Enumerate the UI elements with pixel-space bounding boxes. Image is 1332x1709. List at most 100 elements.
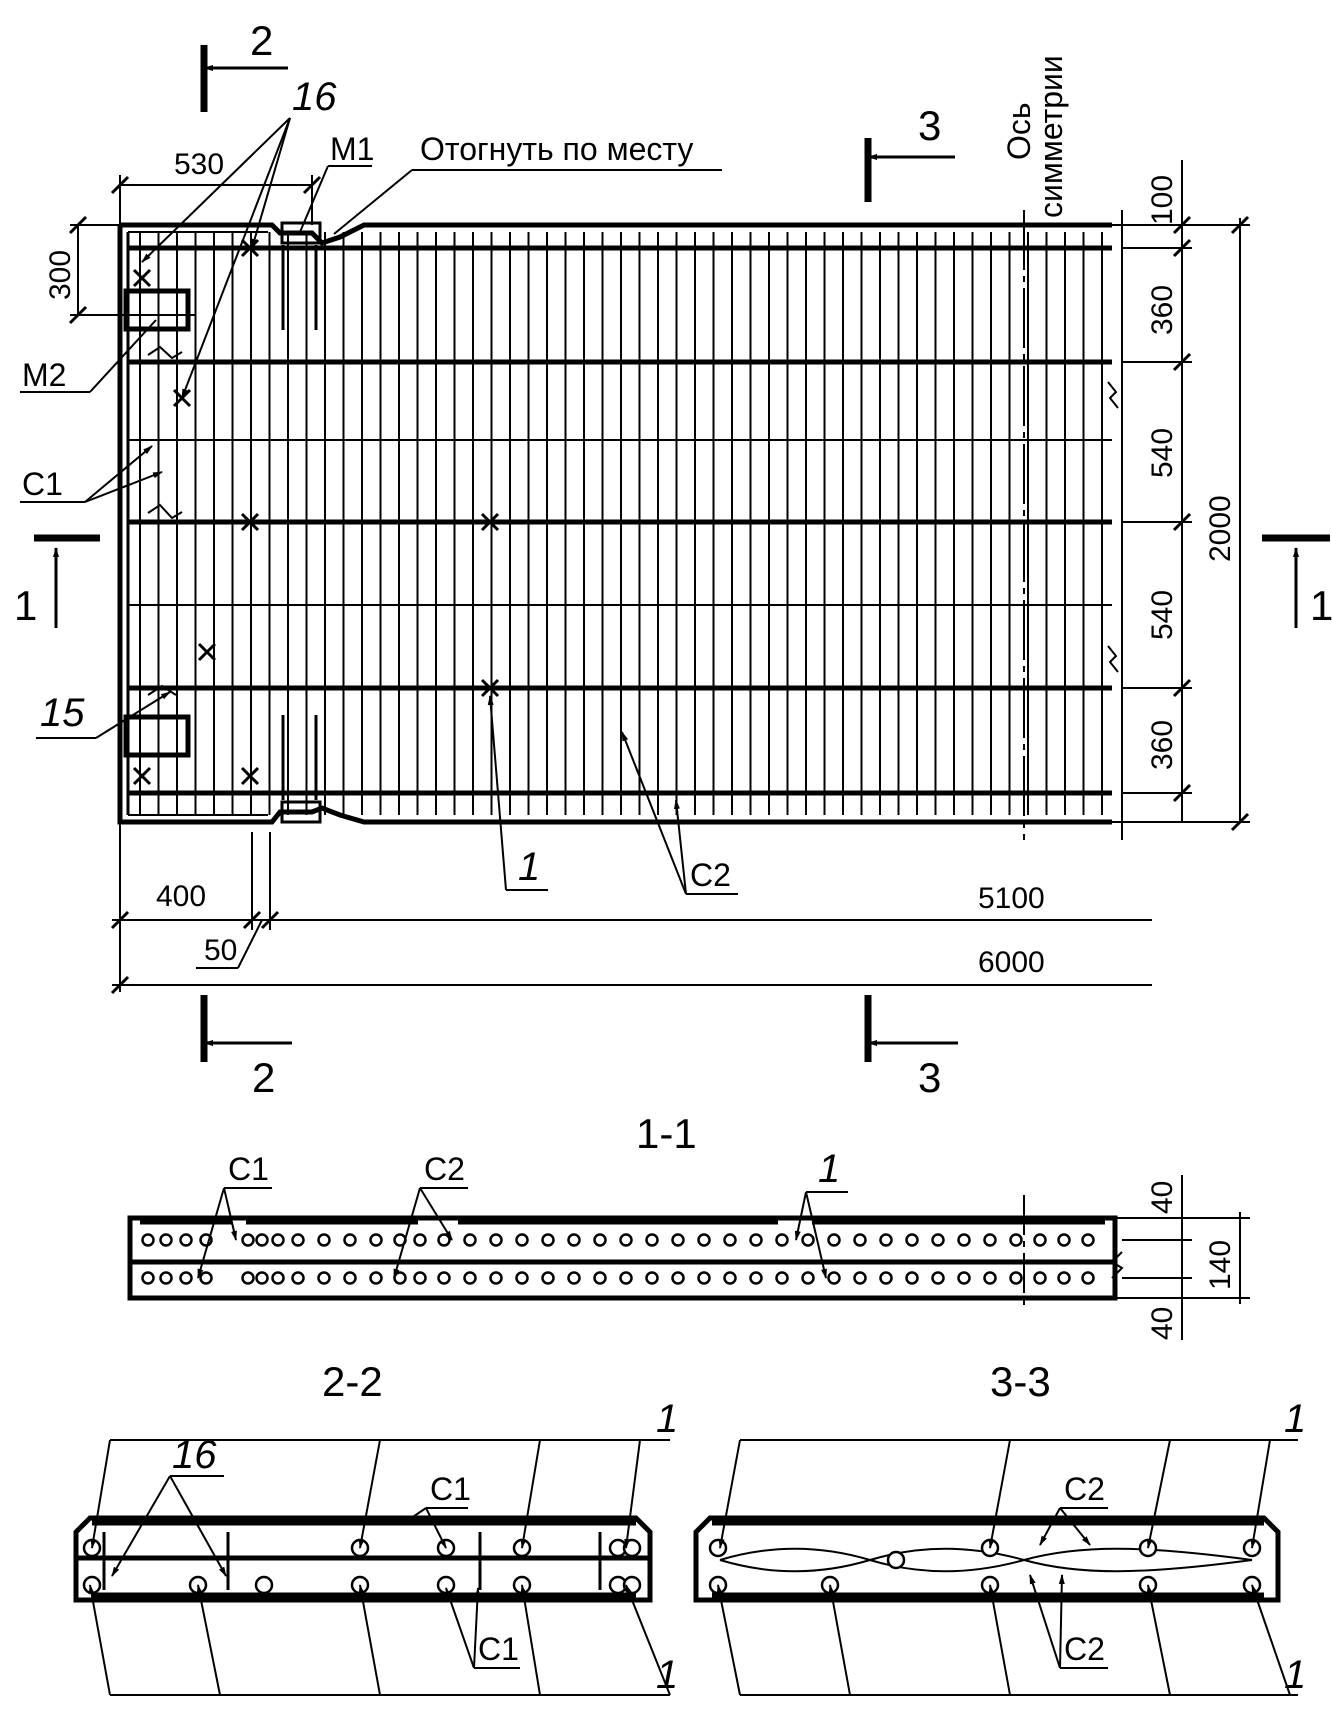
rebar-bottom bbox=[199, 1271, 213, 1285]
note-bend-in-place: Отогнуть по месту bbox=[420, 131, 693, 167]
rebar-top bbox=[159, 1233, 173, 1247]
rebar-bottom bbox=[983, 1271, 997, 1285]
section-2-2-label-16: 16 bbox=[172, 1433, 217, 1477]
embedded-part-m1 bbox=[280, 221, 322, 245]
rebar-top bbox=[905, 1233, 919, 1247]
rebar-bottom bbox=[291, 1271, 305, 1285]
dimension-tick bbox=[242, 910, 262, 930]
rebar-top bbox=[141, 1233, 155, 1247]
dimension-tick bbox=[1172, 512, 1192, 532]
section-2-2-label-c1-bottom: С1 bbox=[478, 1631, 519, 1667]
rebar-top bbox=[241, 1233, 255, 1247]
axis-label-line2: симметрии bbox=[1033, 55, 1069, 218]
section-3-3-label-1-bottom: 1 bbox=[1284, 1653, 1306, 1697]
dim-6000: 6000 bbox=[978, 946, 1045, 979]
embedded-part-bottom bbox=[280, 800, 322, 824]
rebar-top bbox=[437, 1233, 451, 1247]
cross-mark bbox=[480, 512, 500, 532]
rebar-top bbox=[983, 1233, 997, 1247]
rebar-bottom bbox=[541, 1271, 555, 1285]
section-2-2-label-1-top: 1 bbox=[656, 1397, 678, 1441]
label-c2-plan: С2 bbox=[690, 857, 731, 893]
rebar-top bbox=[463, 1233, 477, 1247]
plan-dimensions: 530 300 400 50 5100 6000 100 360 540 540… bbox=[44, 148, 1250, 995]
section-3-3-label-c2-bottom: С2 bbox=[1064, 1631, 1105, 1667]
section-3-3-label-c2-top: С2 bbox=[1064, 1471, 1105, 1507]
rebar-top bbox=[489, 1233, 503, 1247]
cross-mark bbox=[240, 766, 260, 786]
rebar-bottom bbox=[749, 1271, 763, 1285]
rebar-bottom bbox=[255, 1271, 269, 1285]
rebar-top bbox=[749, 1233, 763, 1247]
rebar-top bbox=[593, 1233, 607, 1247]
section-1-right-label: 1 bbox=[1310, 582, 1332, 629]
section-2-2: 2-2 1 1 16 С1 С1 bbox=[73, 1358, 678, 1697]
section-3-top-label: 3 bbox=[918, 102, 941, 149]
section-1-1-title: 1-1 bbox=[636, 1110, 697, 1157]
label-16: 16 bbox=[292, 75, 337, 119]
section-1-1-label-c1: С1 bbox=[228, 1151, 269, 1187]
section-3-3: 3-3 1 1 С2 С2 bbox=[693, 1358, 1306, 1697]
dim-530: 530 bbox=[174, 148, 224, 181]
dim-360-bottom: 360 bbox=[1146, 720, 1179, 770]
dimension-tick bbox=[1230, 215, 1250, 235]
rebar-bottom bbox=[619, 1271, 633, 1285]
rebar-top bbox=[1033, 1233, 1047, 1247]
rebar-bottom bbox=[369, 1271, 383, 1285]
rebar-top bbox=[541, 1233, 555, 1247]
cross-mark bbox=[197, 642, 217, 662]
section-3-bottom-label: 3 bbox=[918, 1054, 941, 1101]
rebar-top bbox=[775, 1233, 789, 1247]
section-2-2-label-1-bottom: 1 bbox=[656, 1653, 678, 1697]
rebar-bottom bbox=[141, 1271, 155, 1285]
rebar-top bbox=[343, 1233, 357, 1247]
axis-label-line1: Ось bbox=[1001, 102, 1037, 160]
rebar-bottom bbox=[1057, 1271, 1071, 1285]
dim-5100: 5100 bbox=[978, 882, 1045, 915]
rebar-top bbox=[291, 1233, 305, 1247]
label-1-plan: 1 bbox=[518, 845, 540, 889]
rebar-top bbox=[879, 1233, 893, 1247]
rebar-bottom bbox=[827, 1271, 841, 1285]
rebar-bottom bbox=[271, 1271, 285, 1285]
rebar-bottom bbox=[437, 1271, 451, 1285]
section-2-2-title: 2-2 bbox=[322, 1358, 383, 1405]
section-2-top-label: 2 bbox=[250, 17, 273, 64]
section-1-left-label: 1 bbox=[14, 582, 37, 629]
rebar-top bbox=[671, 1233, 685, 1247]
section-1-1: 1-1 С1 С2 1 40 140 40 bbox=[127, 1110, 1250, 1340]
rebar-top bbox=[515, 1233, 529, 1247]
rebar-bottom bbox=[697, 1271, 711, 1285]
dimension-tick bbox=[1172, 783, 1192, 803]
rebar-bottom bbox=[159, 1271, 173, 1285]
rebar-bottom bbox=[567, 1271, 581, 1285]
rebar-bottom bbox=[1081, 1271, 1095, 1285]
dimension-tick bbox=[1172, 238, 1192, 258]
dimension-tick bbox=[68, 305, 88, 325]
dim-40-bottom: 40 bbox=[1146, 1307, 1179, 1340]
dim-400: 400 bbox=[156, 880, 206, 913]
dim-100: 100 bbox=[1146, 175, 1179, 225]
label-15: 15 bbox=[40, 691, 85, 735]
section-2-2-label-c1-top: С1 bbox=[430, 1471, 471, 1507]
label-m2: М2 bbox=[22, 357, 66, 393]
rebar-bottom bbox=[593, 1271, 607, 1285]
rebar-top bbox=[255, 1233, 269, 1247]
rebar-bottom bbox=[1009, 1271, 1023, 1285]
rebar-bottom bbox=[775, 1271, 789, 1285]
section-2-bottom-label: 2 bbox=[252, 1054, 275, 1101]
rebar-top bbox=[697, 1233, 711, 1247]
dimension-tick bbox=[110, 910, 130, 930]
rebar-bottom bbox=[489, 1271, 503, 1285]
lifting-loop-m2 bbox=[123, 288, 191, 332]
label-m1: М1 bbox=[330, 131, 374, 167]
rebar-top bbox=[1009, 1233, 1023, 1247]
rebar-bottom bbox=[905, 1271, 919, 1285]
rebar-bottom bbox=[463, 1271, 477, 1285]
dim-360-top: 360 bbox=[1146, 285, 1179, 335]
section-1-1-label-1: 1 bbox=[818, 1147, 840, 1191]
rebar-top bbox=[317, 1233, 331, 1247]
plan-annotations: 16 М1 Отогнуть по месту М2 С1 15 1 С2 Ос… bbox=[20, 55, 1069, 895]
dimension-tick bbox=[110, 975, 130, 995]
